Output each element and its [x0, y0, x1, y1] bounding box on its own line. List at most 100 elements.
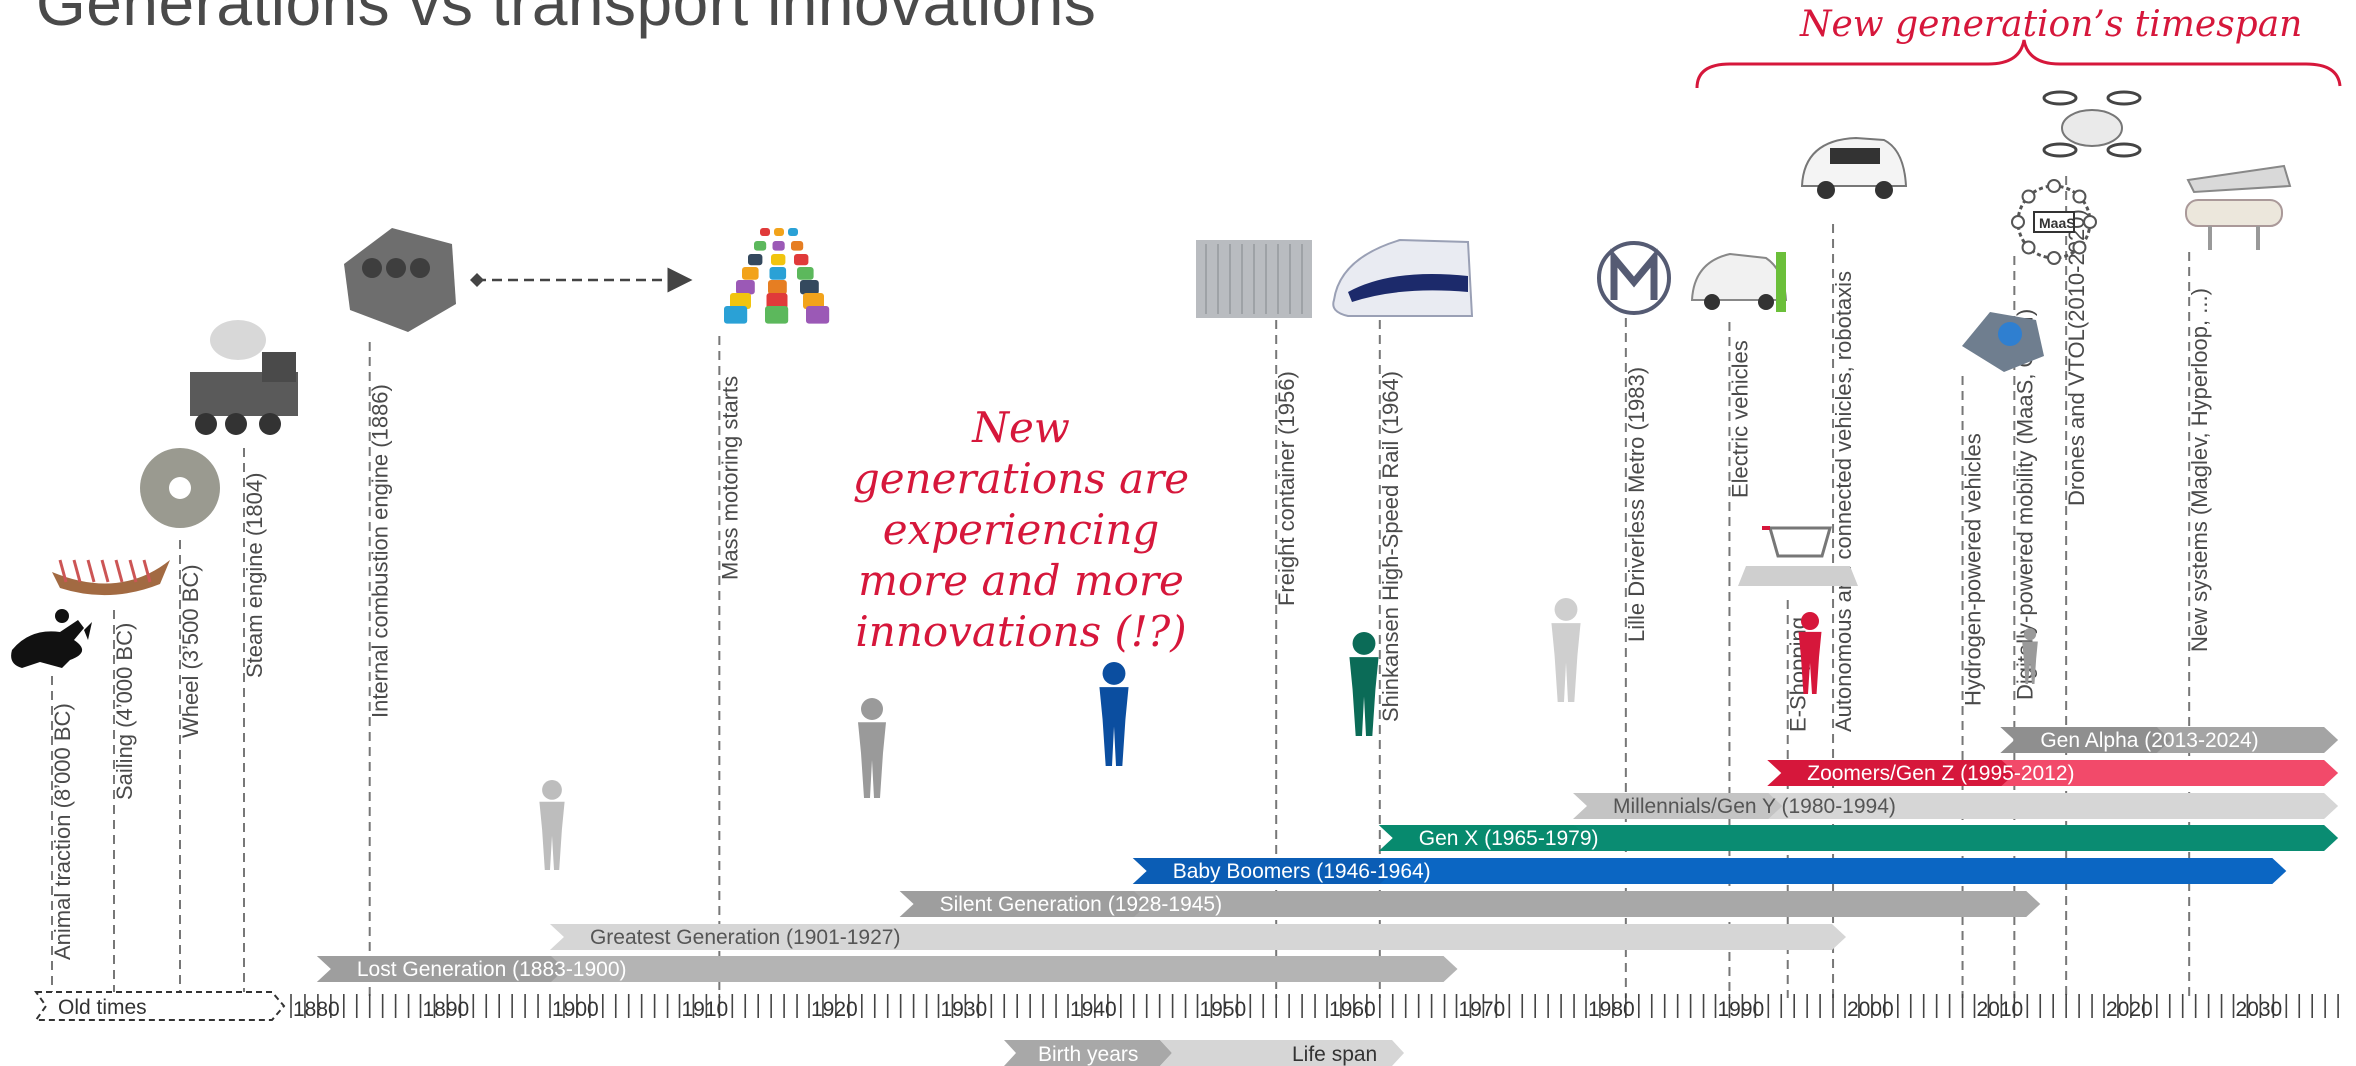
decade-label: 1970 — [1459, 998, 1506, 1021]
decade-label: 1940 — [1070, 998, 1117, 1021]
generation-bar-0: Lost Generation (1883-1900) — [316, 956, 1458, 982]
robotaxi-window — [1830, 148, 1880, 164]
decade-label: 2030 — [2236, 998, 2283, 1021]
hyperloop-icon — [2185, 164, 2292, 250]
hyperloop-pod — [2186, 164, 2292, 194]
old-times-label: Old times — [58, 996, 147, 1019]
timespan-brace — [1695, 39, 2342, 89]
icons-group: MaaS — [11, 90, 2292, 668]
metro-m — [1610, 248, 1658, 300]
decade-label: 1930 — [941, 998, 988, 1021]
generation-label: Baby Boomers (1946-1964) — [1173, 860, 1431, 883]
oar — [100, 559, 110, 583]
boat-hull — [52, 560, 170, 596]
event-label: Digitally-powered mobility (MaaS, ODM) — [2012, 309, 2037, 700]
decade-label: 1920 — [811, 998, 858, 1021]
loco-wheel — [195, 413, 217, 435]
lifespan-segment — [1379, 858, 2287, 884]
shipping-container-icon — [1196, 240, 1312, 318]
event-label: Sailing (4’000 BC) — [112, 623, 137, 800]
car-shape — [800, 280, 819, 295]
car-shape — [774, 228, 784, 236]
person-silhouette-icon — [858, 698, 886, 798]
hydrogen-engine-icon — [1962, 312, 2044, 372]
car-shape — [724, 306, 748, 324]
maas-box — [2033, 211, 2075, 233]
maas-node — [2011, 215, 2025, 229]
animal-traction-icon — [11, 609, 92, 668]
innovation-note: New generations are experiencing more an… — [852, 403, 1190, 656]
event-4: Internal combustion engine (1886) — [368, 342, 393, 998]
generation-bar-7: Gen Alpha (2013-2024) — [2000, 727, 2339, 753]
car-shape — [803, 293, 824, 309]
maas-network-icon: MaaS — [2011, 179, 2097, 265]
ecar-wheel — [1704, 294, 1720, 310]
drone-rotor — [2042, 142, 2078, 158]
event-label: Wheel (3’500 BC) — [178, 564, 203, 738]
event-6: Freight container (1956) — [1274, 320, 1299, 998]
lifespan-segment — [900, 924, 1846, 950]
figure-head — [1554, 598, 1578, 621]
car-shape — [797, 267, 814, 280]
event-label: Hydrogen-powered vehicles — [1961, 433, 1986, 706]
legend-birth-years-label: Birth years — [1038, 1043, 1138, 1066]
drone-rotor — [2106, 90, 2142, 106]
h2-tank — [1998, 322, 2022, 346]
oar — [86, 559, 96, 583]
oar — [72, 559, 82, 583]
car-shape — [769, 267, 787, 280]
maas-node — [2021, 189, 2036, 204]
figure-body — [858, 722, 886, 798]
generation-label: Millennials/Gen Y (1980-1994) — [1613, 795, 1896, 818]
rider-head — [55, 609, 69, 623]
car-shape — [742, 267, 759, 280]
event-7: Shinkansen High-Speed Rail (1964) — [1378, 320, 1403, 998]
bullet-train-icon — [1332, 238, 1474, 317]
car-shape — [791, 241, 804, 251]
event-label: Mass motoring starts — [717, 376, 742, 580]
ecar-body — [1690, 252, 1788, 301]
person-silhouette-icon — [1798, 612, 1822, 694]
car-shape — [771, 254, 786, 266]
stone-wheel-icon — [140, 448, 220, 528]
car-shape — [748, 254, 763, 266]
decade-label: 1990 — [1718, 998, 1765, 1021]
person-silhouette-icon — [1099, 662, 1129, 766]
event-label: Internal combustion engine (1886) — [368, 384, 393, 718]
figure-head — [1352, 632, 1376, 655]
train-stripe — [1348, 274, 1468, 302]
oar — [142, 559, 152, 583]
cart-basket — [1768, 526, 1832, 558]
oar — [58, 559, 68, 583]
birth-segment — [899, 891, 1148, 917]
birth-segment — [549, 924, 915, 950]
drone-body — [2061, 109, 2123, 147]
maas-node — [2072, 189, 2087, 204]
event-9: Electric vehicles — [1727, 322, 1752, 998]
generation-bar-4: Gen X (1965-1979) — [1378, 825, 2339, 851]
lifespan-segment — [1574, 825, 2339, 851]
maas-node — [2072, 240, 2087, 255]
event-label: Freight container (1956) — [1274, 371, 1299, 606]
car-shape — [794, 254, 809, 266]
robotaxi-wheel — [1875, 181, 1893, 199]
event-8: Lille Driverless Metro (1983) — [1624, 318, 1649, 998]
generation-bar-5: Millennials/Gen Y (1980-1994) — [1573, 793, 2339, 819]
wheel-hole — [169, 477, 191, 499]
decade-label: 1980 — [1588, 998, 1635, 1021]
laptop-base — [1738, 566, 1858, 586]
old-times-box — [34, 991, 286, 1021]
generation-label: Silent Generation (1928-1945) — [940, 893, 1223, 916]
businessman-icon — [1349, 632, 1379, 736]
event-3: Steam engine (1804) — [242, 448, 267, 998]
generation-label: Gen Alpha (2013-2024) — [2040, 729, 2258, 752]
generation-bar-1: Greatest Generation (1901-1927) — [549, 924, 1846, 950]
maas-node — [2021, 240, 2036, 255]
car-shape — [765, 306, 789, 324]
birth-segment — [1378, 825, 1589, 851]
birth-segment — [1573, 793, 1783, 819]
figure-head — [1102, 662, 1126, 685]
